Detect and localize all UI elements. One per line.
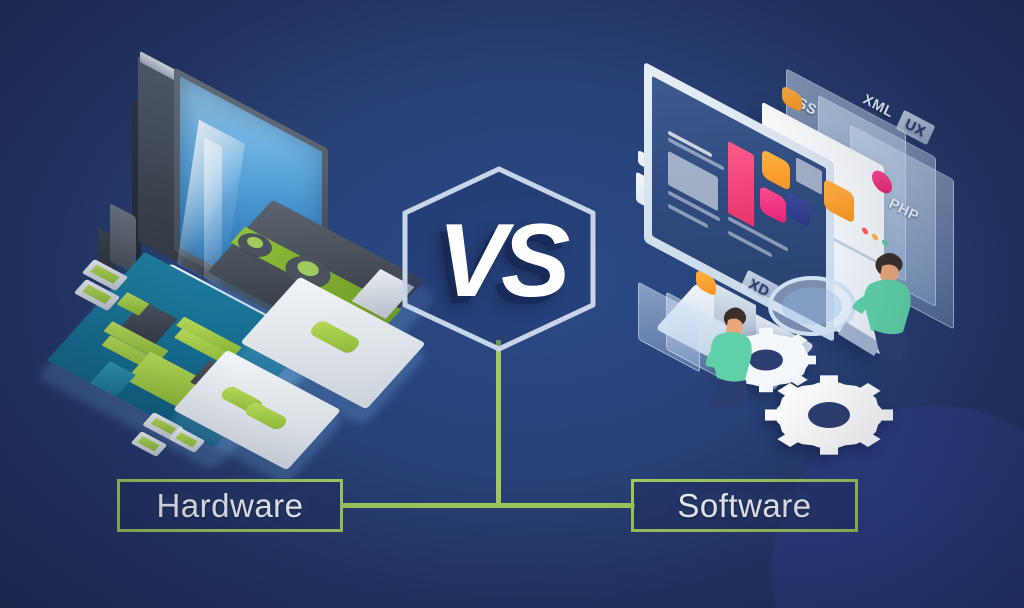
connector-horizontal: [340, 503, 635, 508]
versus-badge: VS: [395, 163, 603, 355]
connector-vertical: [496, 340, 501, 508]
screen-accent-panel: [728, 141, 754, 227]
label-software-text: Software: [677, 486, 812, 524]
versus-label: VS: [437, 202, 571, 319]
label-hardware-text: Hardware: [156, 486, 304, 524]
developer-person-right: [852, 253, 911, 360]
hardware-illustration: [36, 51, 438, 486]
gear-icon-large: [765, 375, 893, 455]
hexagon-outline-icon: [402, 166, 596, 352]
developer-person-left: [705, 307, 752, 406]
label-software[interactable]: Software: [631, 479, 858, 532]
label-hardware[interactable]: Hardware: [117, 479, 343, 532]
software-illustration: CSS XML UX PHP XD: [636, 61, 956, 455]
